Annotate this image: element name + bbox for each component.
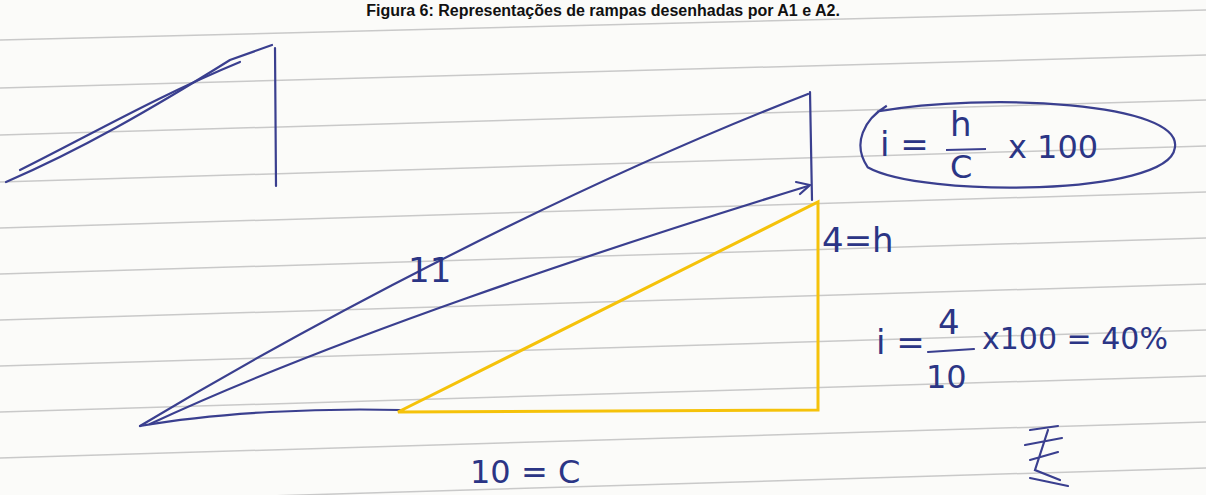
figure-title: Figura 6: Representações de rampas desen… bbox=[0, 2, 1206, 20]
notebook-lines bbox=[0, 10, 1206, 495]
handwritten-label: 11 bbox=[408, 252, 451, 289]
handwritten-label: i = bbox=[876, 324, 925, 361]
highlight-triangle bbox=[398, 202, 818, 412]
formula-part: i = bbox=[880, 126, 929, 163]
handwritten-label: 10 = C bbox=[470, 455, 580, 490]
handwritten-label: x100 = 40% bbox=[982, 322, 1168, 355]
ellipse-outline bbox=[860, 102, 1175, 187]
formula-part: x 100 bbox=[1008, 130, 1098, 165]
ink-sketch bbox=[6, 45, 1068, 486]
handwritten-label: 4 bbox=[938, 304, 960, 341]
handwritten-label: 10 bbox=[926, 360, 967, 395]
circled-formula: i = hCx 100 bbox=[858, 100, 1178, 196]
formula-part: h bbox=[950, 106, 972, 143]
formula-part: C bbox=[950, 150, 972, 185]
handwritten-label: 4=h bbox=[822, 222, 894, 259]
